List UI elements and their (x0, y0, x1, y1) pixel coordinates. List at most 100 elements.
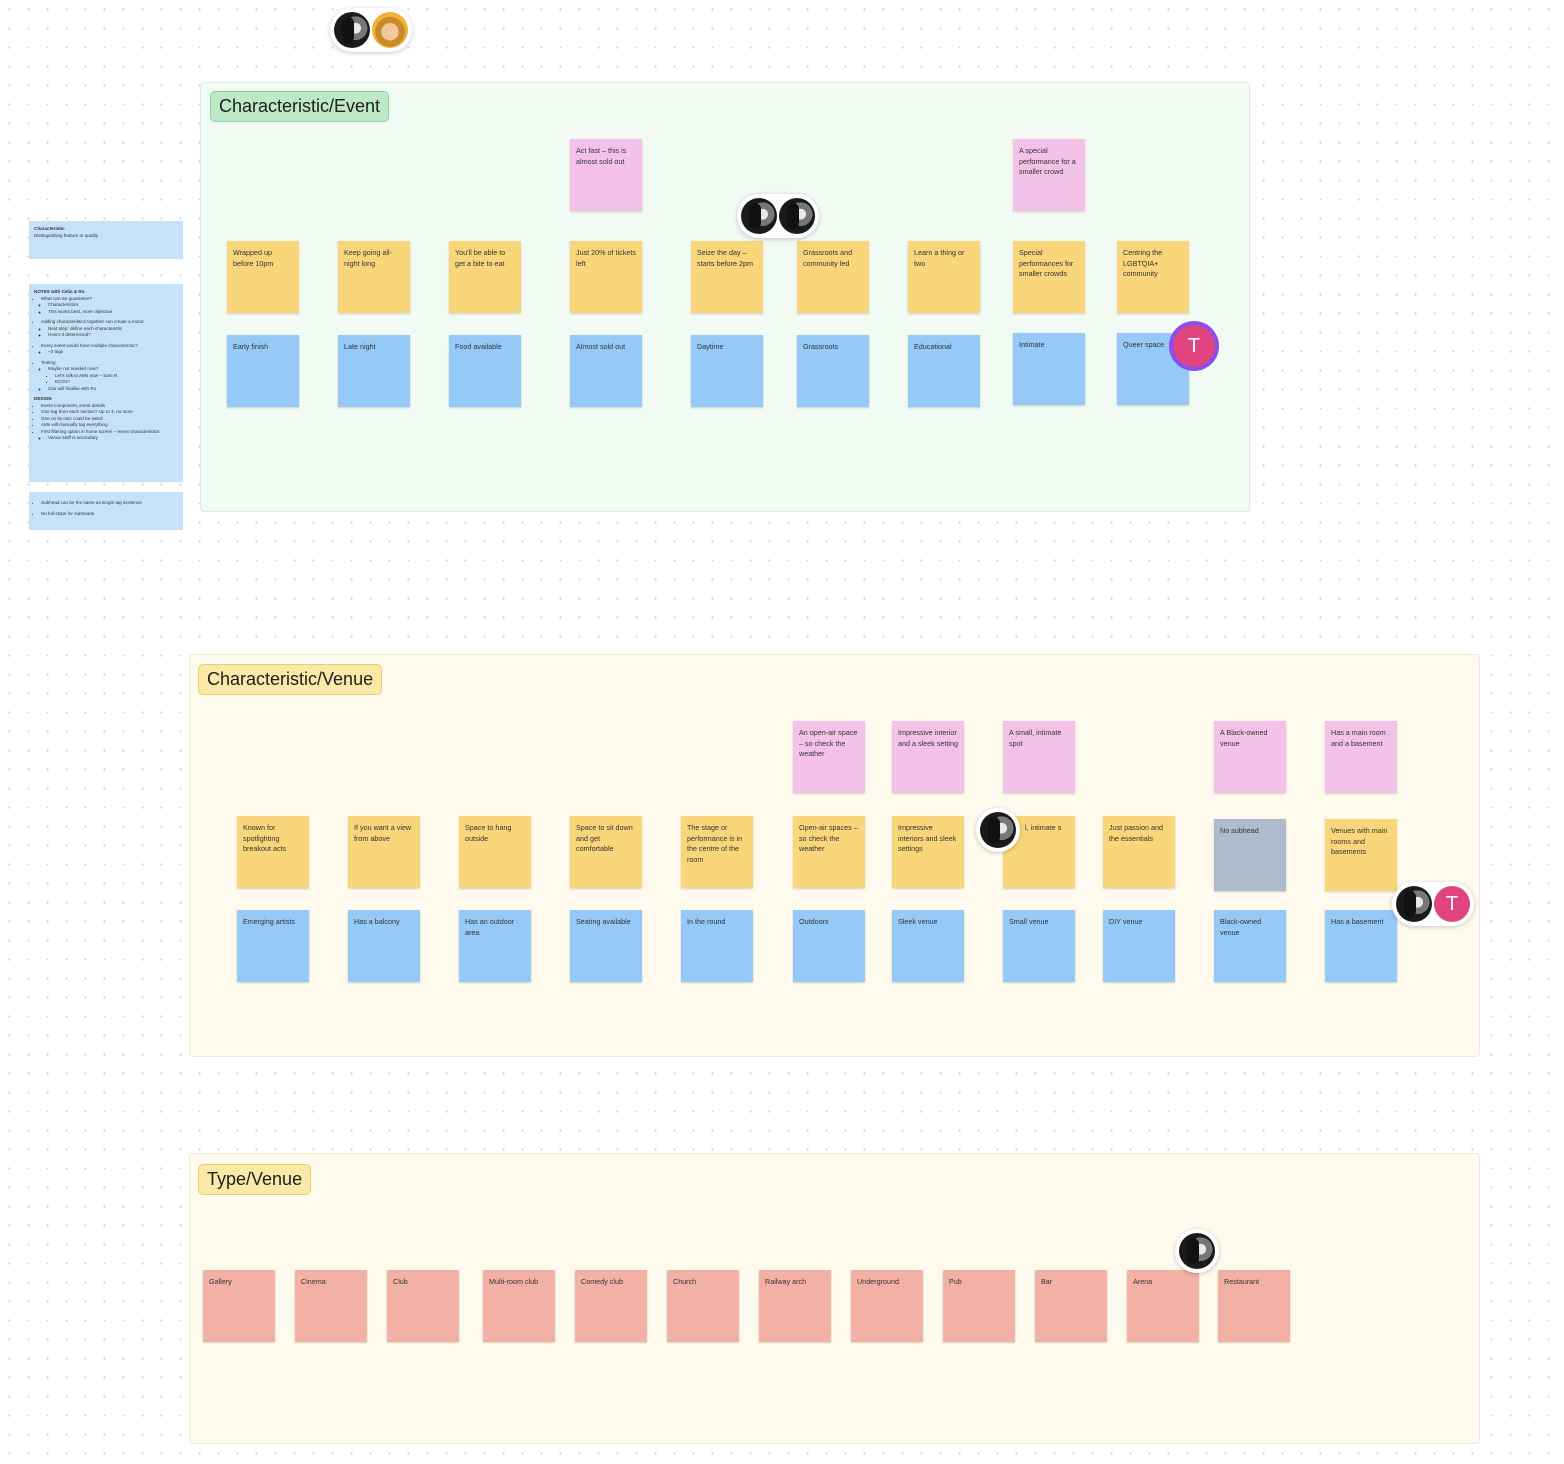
sticky-note-blue[interactable]: Has an outdoor area (459, 910, 531, 982)
sticky-note-salmon[interactable]: Club (387, 1270, 459, 1342)
note-item: Clar will finalise with Ro (48, 386, 178, 393)
subhead-note[interactable]: Subhead can be the same as single tag se… (29, 492, 183, 530)
sticky-note-salmon[interactable]: Pub (943, 1270, 1015, 1342)
avatar-initial[interactable]: T (1173, 325, 1215, 367)
sticky-note-yellow[interactable]: You'll be able to get a bite to eat (449, 241, 521, 313)
section-title-event[interactable]: Characteristic/Event (210, 91, 390, 122)
definition-title: Characteristic (34, 226, 65, 231)
sticky-note-pink[interactable]: A small, intimate spot (1003, 721, 1075, 793)
sticky-note-yellow[interactable]: If you want a view from above (348, 816, 420, 888)
sticky-note-yellow[interactable]: The stage or performance is in the centr… (681, 816, 753, 888)
note-item: Venue stuff is secondary (48, 435, 178, 442)
sticky-note-yellow[interactable]: Just 20% of tickets left (570, 241, 642, 313)
note-item: Characteristics (48, 302, 178, 309)
avatar[interactable] (1179, 1233, 1215, 1269)
sticky-note-salmon[interactable]: Comedy club (575, 1270, 647, 1342)
sticky-note-blue[interactable]: Daytime (691, 335, 763, 407)
note-item: Event component, event details (41, 403, 178, 410)
sticky-note-salmon[interactable]: Arena (1127, 1270, 1199, 1342)
collaborator-cursor[interactable] (976, 808, 1020, 852)
note-item: How's it determined? (48, 332, 178, 339)
note-item: Every event would have multiple characte… (41, 343, 178, 350)
sticky-note-yellow[interactable]: Keep going all-night long (338, 241, 410, 313)
sticky-note-blue[interactable]: Grassroots (797, 335, 869, 407)
collaborator-avatars[interactable] (737, 194, 819, 238)
sticky-note-blue[interactable]: Has a basement (1325, 910, 1397, 982)
definition-note[interactable]: Characteristic Distinguishing feature or… (29, 221, 183, 259)
sticky-note-blue[interactable]: Almost sold out (570, 335, 642, 407)
sticky-note-yellow[interactable]: Seize the day – starts before 2pm (691, 241, 763, 313)
sticky-note-pink[interactable]: Act fast – this is almost sold out (570, 139, 642, 211)
note-item: Maybe not needed now? (48, 366, 178, 373)
note-item: Testing (41, 360, 178, 367)
note-item: This works best, more objective (48, 309, 178, 316)
sticky-note-blue[interactable]: Small venue (1003, 910, 1075, 982)
note-item: One on its own could be weird (41, 416, 178, 423)
sticky-note-salmon[interactable]: Gallery (203, 1270, 275, 1342)
sticky-note-yellow[interactable]: Just passion and the essentials (1103, 816, 1175, 888)
collaborator-cursor[interactable]: T (1170, 322, 1218, 370)
sticky-note-salmon[interactable]: Multi-room club (483, 1270, 555, 1342)
notes-title: NOTES with Celia & Ro (34, 289, 85, 294)
sticky-note-pink[interactable]: A special performance for a smaller crow… (1013, 139, 1085, 211)
note-item: One tag from each section? Up to 3, no m… (41, 409, 178, 416)
sticky-note-blue[interactable]: Intimate (1013, 333, 1085, 405)
sticky-note-salmon[interactable]: Cinema (295, 1270, 367, 1342)
sticky-note-pink[interactable]: Impressive interior and a sleek setting (892, 721, 964, 793)
note-item: ~3 tags (48, 349, 178, 356)
section-title-type[interactable]: Type/Venue (198, 1164, 312, 1195)
sticky-note-blue[interactable]: Food available (449, 335, 521, 407)
collaborator-avatars[interactable] (330, 8, 412, 52)
avatar[interactable] (980, 812, 1016, 848)
note-item: ECGs? (55, 379, 178, 386)
avatar[interactable] (1396, 886, 1432, 922)
sticky-note-yellow[interactable]: Centring the LGBTQIA+ community (1117, 241, 1189, 313)
sticky-note-blue[interactable]: Outdoors (793, 910, 865, 982)
sticky-note-yellow[interactable]: Space to sit down and get comfortable (570, 816, 642, 888)
sticky-note-salmon[interactable]: Railway arch (759, 1270, 831, 1342)
sticky-note-yellow[interactable]: Special performances for smaller crowds (1013, 241, 1085, 313)
collaborator-cursor[interactable] (1175, 1229, 1219, 1273)
sticky-note-blue[interactable]: Emerging artists (237, 910, 309, 982)
note-item: No full stops for subheads (41, 511, 178, 518)
sticky-note-salmon[interactable]: Underground (851, 1270, 923, 1342)
sticky-note-pink[interactable]: An open-air space – so check the weather (793, 721, 865, 793)
sticky-note-blue[interactable]: Black-owned venue (1214, 910, 1286, 982)
section-title-venue[interactable]: Characteristic/Venue (198, 664, 383, 695)
note-item: Subhead can be the same as single tag se… (41, 500, 178, 507)
definition-text: Distinguishing feature or quality (34, 232, 99, 238)
sticky-note-salmon[interactable]: Church (667, 1270, 739, 1342)
sticky-note-yellow[interactable]: Known for spotlighting breakout acts (237, 816, 309, 888)
avatar[interactable] (741, 198, 777, 234)
sticky-note-blue[interactable]: Sleek venue (892, 910, 964, 982)
sticky-note-blue[interactable]: In the round (681, 910, 753, 982)
design-title: DESIGN (34, 396, 52, 401)
sticky-note-blue[interactable]: Seating available (570, 910, 642, 982)
sticky-note-yellow[interactable]: Space to hang outside (459, 816, 531, 888)
sticky-note-blue[interactable]: Educational (908, 335, 980, 407)
sticky-note-grey[interactable]: No subhead (1214, 819, 1286, 891)
avatar[interactable] (334, 12, 370, 48)
sticky-note-blue[interactable]: Late night (338, 335, 410, 407)
note-item: Adding characteristics together can crea… (41, 319, 178, 326)
sticky-note-yellow[interactable]: Grassroots and community led (797, 241, 869, 313)
avatar[interactable] (372, 12, 408, 48)
sticky-note-yellow[interactable]: Wrapped up before 10pm (227, 241, 299, 313)
sticky-note-salmon[interactable]: Restaurant (1218, 1270, 1290, 1342)
sticky-note-blue[interactable]: Early finish (227, 335, 299, 407)
avatar[interactable] (779, 198, 815, 234)
sticky-note-yellow[interactable]: Learn a thing or two (908, 241, 980, 313)
sticky-note-pink[interactable]: A Black-owned venue (1214, 721, 1286, 793)
note-item: What can we guarantee? (41, 296, 178, 303)
sticky-note-blue[interactable]: DIY venue (1103, 910, 1175, 982)
avatar-initial[interactable]: T (1434, 886, 1470, 922)
sticky-note-yellow[interactable]: Impressive interiors and sleek settings (892, 816, 964, 888)
sticky-note-yellow[interactable]: Venues with main rooms and basements (1325, 819, 1397, 891)
sticky-note-yellow[interactable]: Open-air spaces – so check the weather (793, 816, 865, 888)
collaborator-avatars[interactable]: T (1392, 882, 1474, 926)
note-item: First filtering option in home screen – … (41, 429, 178, 436)
sticky-note-salmon[interactable]: Bar (1035, 1270, 1107, 1342)
sticky-note-pink[interactable]: Has a main room and a basement (1325, 721, 1397, 793)
sticky-note-blue[interactable]: Has a balcony (348, 910, 420, 982)
meeting-notes[interactable]: NOTES with Celia & Ro What can we guaran… (29, 284, 183, 482)
